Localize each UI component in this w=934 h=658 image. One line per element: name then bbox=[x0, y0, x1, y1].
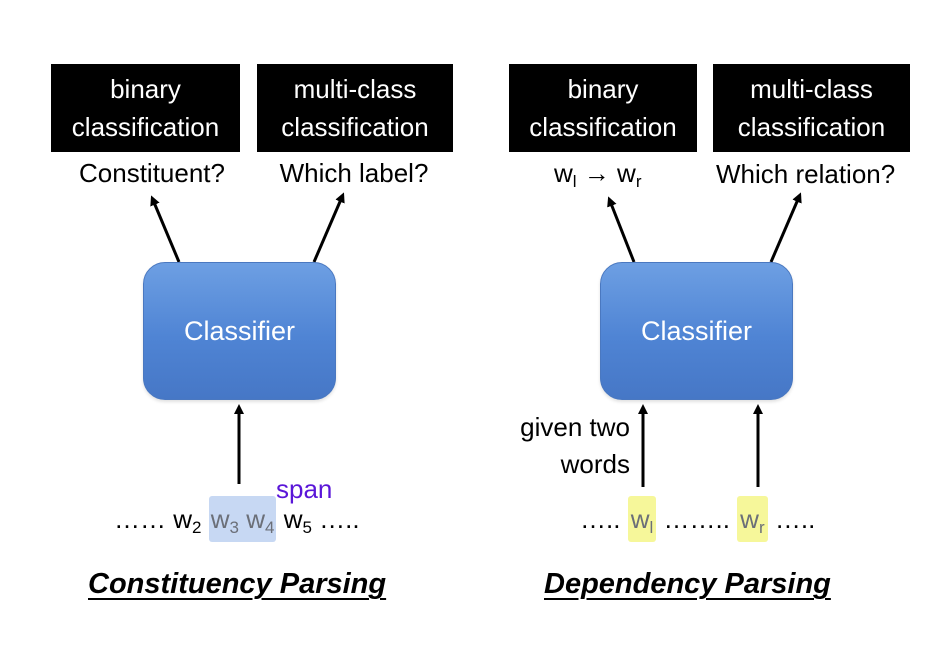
binary-classification-box-right: binary classification bbox=[509, 64, 697, 152]
ellipsis-right: ….. bbox=[319, 504, 360, 534]
arrow-classifier-to-multiclass-right bbox=[769, 192, 802, 263]
span-label: span bbox=[276, 474, 333, 504]
word-sequence-right: ….. wl …….. wr ….. bbox=[580, 496, 816, 542]
multiclass-classification-box-left: multi-class classification bbox=[257, 64, 453, 152]
arrow-classifier-to-binary-right bbox=[607, 196, 636, 263]
ellipsis-left: …… bbox=[114, 504, 166, 534]
box-line1: binary bbox=[110, 74, 181, 104]
box-line2: classification bbox=[737, 112, 886, 142]
word-wr: wr bbox=[737, 496, 768, 542]
constituent-question: Constituent? bbox=[79, 158, 225, 188]
ellipsis-right: ….. bbox=[774, 504, 816, 534]
classifier-right: Classifier bbox=[600, 262, 793, 400]
multiclass-classification-box-right: multi-class classification bbox=[713, 64, 910, 152]
word-sequence-left: …… w2 w3 w4 w5 ….. bbox=[114, 496, 360, 542]
arrow-classifier-to-multiclass-left bbox=[312, 192, 345, 263]
word-wl: wl bbox=[627, 496, 657, 542]
box-line2: classification bbox=[71, 112, 220, 142]
word-w4: w4 bbox=[246, 504, 275, 537]
box-line1: multi-class bbox=[750, 74, 873, 104]
right-arrow-icon: → bbox=[583, 158, 610, 188]
box-line2: classification bbox=[281, 112, 429, 142]
dependency-parsing-title: Dependency Parsing bbox=[544, 568, 831, 600]
direction-question: wl → wr bbox=[554, 158, 642, 191]
relation-question: Which relation? bbox=[716, 159, 896, 189]
classifier-left: Classifier bbox=[143, 262, 336, 400]
given-two-words-label: given two words bbox=[520, 412, 630, 479]
classifier-label: Classifier bbox=[640, 315, 753, 346]
word-w5: w5 bbox=[283, 504, 312, 537]
arrow-classifier-to-binary-left bbox=[150, 195, 181, 263]
classifier-label: Classifier bbox=[183, 315, 296, 346]
word-w2: w2 bbox=[173, 504, 202, 537]
box-line2: classification bbox=[529, 112, 677, 142]
box-line1: binary bbox=[567, 74, 639, 104]
ellipsis-left: ….. bbox=[580, 504, 621, 534]
binary-classification-box-left: binary classification bbox=[51, 64, 240, 152]
label-question: Which label? bbox=[279, 158, 429, 188]
span-highlight: w3 w4 bbox=[208, 496, 277, 542]
word-w3: w3 bbox=[210, 504, 239, 537]
constituency-parsing-title: Constituency Parsing bbox=[88, 568, 387, 600]
ellipsis-middle: …….. bbox=[663, 504, 730, 534]
box-line1: multi-class bbox=[293, 74, 417, 104]
